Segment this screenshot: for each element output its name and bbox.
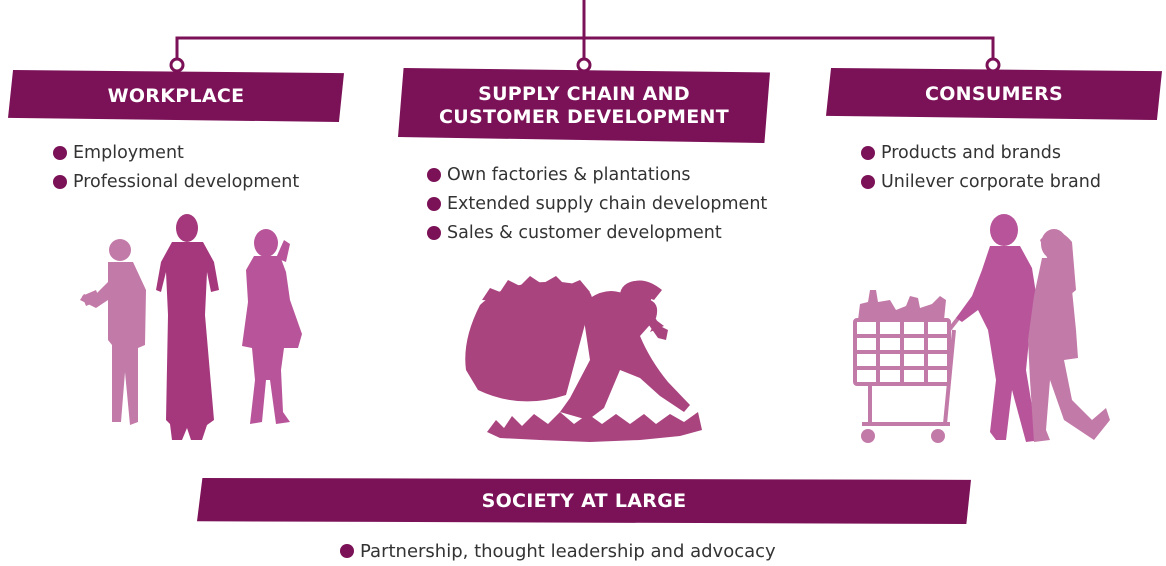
bullet-dot [861, 175, 875, 189]
bullet-dot [427, 226, 441, 240]
bullet-dot [340, 544, 354, 558]
supply-chain-header: SUPPLY CHAIN AND CUSTOMER DEVELOPMENT [398, 68, 770, 143]
society-header: SOCIETY AT LARGE [197, 478, 971, 524]
consumers-header: CONSUMERS [826, 68, 1162, 120]
list-item-label: Products and brands [881, 143, 1061, 163]
shopping-couple-silhouette-icon [853, 214, 1110, 443]
list-item: Products and brands [861, 139, 1101, 168]
list-item: Professional development [53, 168, 299, 197]
workplace-header: WORKPLACE [8, 70, 344, 122]
tea-picker-silhouette-icon [465, 276, 702, 442]
list-item-label: Sales & customer development [447, 223, 722, 243]
society-list: Partnership, thought leadership and advo… [340, 537, 776, 566]
consumers-list: Products and brands Unilever corporate b… [861, 139, 1101, 197]
bullet-dot [427, 197, 441, 211]
list-item: Unilever corporate brand [861, 168, 1101, 197]
list-item-label: Professional development [73, 172, 300, 192]
workers-silhouette-icon [80, 214, 302, 440]
bullet-dot [53, 146, 67, 160]
supply-chain-title-line1: SUPPLY CHAIN AND [478, 82, 690, 105]
bullet-dot [861, 146, 875, 160]
supply-chain-title-line2: CUSTOMER DEVELOPMENT [439, 105, 729, 128]
list-item: Own factories & plantations [427, 161, 767, 190]
list-item: Extended supply chain development [427, 190, 767, 219]
list-item-label: Employment [73, 143, 184, 163]
list-item-label: Unilever corporate brand [881, 172, 1101, 192]
list-item-label: Partnership, thought leadership and advo… [360, 541, 776, 562]
list-item-label: Extended supply chain development [447, 194, 768, 214]
bullet-dot [53, 175, 67, 189]
workplace-list: Employment Professional development [53, 139, 299, 197]
supply-chain-list: Own factories & plantations Extended sup… [427, 161, 767, 248]
consumers-title: CONSUMERS [924, 82, 1063, 105]
workplace-title: WORKPLACE [107, 84, 245, 107]
society-title: SOCIETY AT LARGE [481, 489, 687, 512]
list-item: Employment [53, 139, 299, 168]
list-item-label: Own factories & plantations [447, 165, 691, 185]
connector-lines [169, 0, 1001, 73]
connector-node-workplace [169, 57, 185, 73]
list-item: Sales & customer development [427, 219, 767, 248]
list-item: Partnership, thought leadership and advo… [340, 537, 776, 566]
bullet-dot [427, 168, 441, 182]
